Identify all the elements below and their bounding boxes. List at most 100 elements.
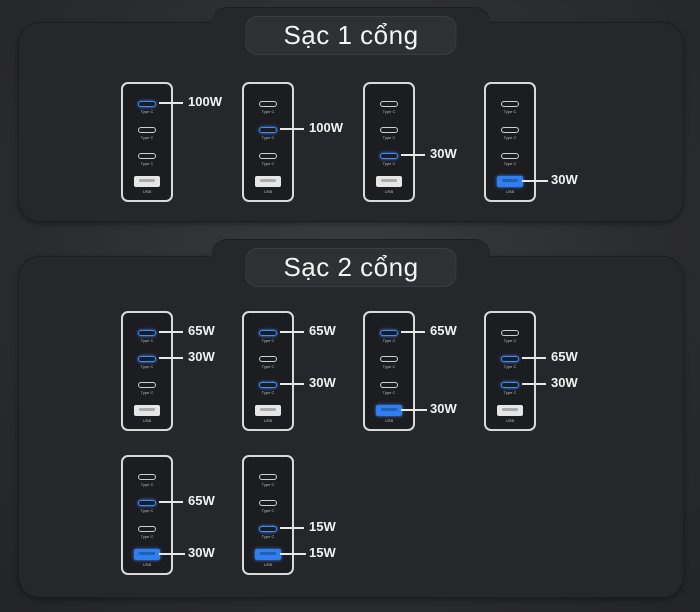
connector-line [522,180,548,182]
connector-line [280,553,306,555]
usb-label: USB [384,418,394,423]
typec-port-icon [501,153,519,159]
connector-line [280,527,304,529]
connector-line [280,383,304,385]
wattage-label: 30W [430,401,457,416]
typec-label: Type C [261,390,275,395]
typec-label: Type C [261,338,275,343]
typec-label: Type C [382,390,396,395]
usb-label: USB [142,418,152,423]
connector-line [401,154,425,156]
usb-port-icon [497,405,523,416]
typec-label: Type C [140,390,154,395]
usb-label: USB [505,418,515,423]
connector-line [159,553,185,555]
typec-label: Type C [261,508,275,513]
typec-label: Type C [503,338,517,343]
typec-label: Type C [140,135,154,140]
typec-port-icon [259,153,277,159]
typec-label: Type C [261,364,275,369]
wattage-label: 65W [188,493,215,508]
wattage-label: 30W [188,349,215,364]
usb-label: USB [263,418,273,423]
connector-line [159,501,183,503]
typec-label: Type C [140,161,154,166]
typec-port-icon [501,330,519,336]
typec-port-icon [501,101,519,107]
typec-port-icon [138,101,156,107]
typec-port-icon [259,330,277,336]
wattage-label: 30W [188,545,215,560]
typec-label: Type C [503,364,517,369]
dual-port-tab: Sạc 2 cổng [211,240,491,293]
usb-port-icon [497,176,523,187]
wattage-label: 15W [309,545,336,560]
typec-label: Type C [140,508,154,513]
typec-port-icon [259,500,277,506]
usb-label: USB [142,189,152,194]
usb-label: USB [263,562,273,567]
charger-3: Type C Type C Type C USB [363,82,415,202]
typec-port-icon [259,526,277,532]
typec-port-icon [380,356,398,362]
charger-6: Type C Type C Type C USB [242,311,294,431]
typec-label: Type C [140,482,154,487]
typec-label: Type C [382,364,396,369]
usb-label: USB [505,189,515,194]
typec-label: Type C [382,161,396,166]
typec-label: Type C [382,135,396,140]
wattage-label: 30W [430,146,457,161]
wattage-label: 15W [309,519,336,534]
usb-port-icon [134,405,160,416]
typec-port-icon [501,127,519,133]
typec-port-icon [380,382,398,388]
usb-port-icon [376,176,402,187]
charger-8: Type C Type C Type C USB [484,311,536,431]
wattage-label: 65W [551,349,578,364]
typec-label: Type C [503,390,517,395]
charger-9: Type C Type C Type C USB [121,455,173,575]
typec-port-icon [380,127,398,133]
wattage-label: 30W [551,375,578,390]
typec-label: Type C [503,135,517,140]
typec-port-icon [138,474,156,480]
typec-port-icon [380,153,398,159]
usb-label: USB [263,189,273,194]
typec-label: Type C [261,109,275,114]
connector-line [159,357,183,359]
wattage-label: 65W [188,323,215,338]
typec-port-icon [138,500,156,506]
typec-port-icon [138,330,156,336]
typec-port-icon [259,101,277,107]
typec-port-icon [138,356,156,362]
typec-port-icon [380,101,398,107]
typec-port-icon [259,356,277,362]
charger-1: Type C Type C Type C USB [121,82,173,202]
typec-label: Type C [503,161,517,166]
typec-label: Type C [382,109,396,114]
usb-port-icon [134,176,160,187]
typec-label: Type C [140,109,154,114]
single-port-tab: Sạc 1 cổng [211,8,491,61]
usb-port-icon [255,405,281,416]
connector-line [280,128,304,130]
typec-label: Type C [382,338,396,343]
typec-port-icon [501,382,519,388]
connector-line [159,331,183,333]
dual-port-title: Sạc 2 cổng [245,248,457,287]
charger-7: Type C Type C Type C USB [363,311,415,431]
charger-4: Type C Type C Type C USB [484,82,536,202]
connector-line [401,409,427,411]
typec-label: Type C [503,109,517,114]
single-port-panel: Sạc 1 cổng [18,8,684,222]
typec-port-icon [138,526,156,532]
usb-label: USB [142,562,152,567]
typec-label: Type C [140,534,154,539]
wattage-label: 30W [551,172,578,187]
usb-label: USB [384,189,394,194]
wattage-label: 100W [309,120,343,135]
typec-label: Type C [261,135,275,140]
typec-label: Type C [140,364,154,369]
